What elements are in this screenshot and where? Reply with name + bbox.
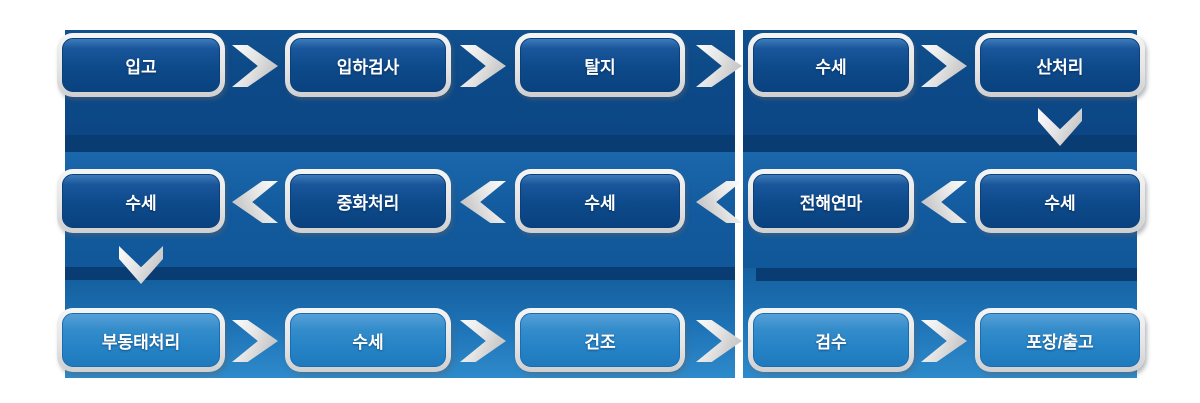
process-step-label: 수세 <box>584 193 616 213</box>
process-step: 입고 <box>57 33 225 97</box>
process-step-face: 탈지 <box>520 38 680 92</box>
process-step: 입하검사 <box>285 33 451 97</box>
process-step: 건조 <box>515 308 685 372</box>
process-step: 수세 <box>748 33 914 97</box>
left-panel-divider-strip-1 <box>65 135 735 152</box>
process-step: 탈지 <box>515 33 685 97</box>
process-step-label: 수세 <box>125 193 157 213</box>
process-step: 수세 <box>515 169 685 233</box>
process-step-label: 건조 <box>584 332 616 352</box>
left-panel-divider-strip-2 <box>65 267 735 280</box>
process-step-label: 수세 <box>352 332 384 352</box>
process-step-face: 전해연마 <box>753 174 909 228</box>
process-step-label: 전해연마 <box>799 193 863 213</box>
process-step-face: 수세 <box>753 38 909 92</box>
process-step-face: 건조 <box>520 313 680 367</box>
process-step: 수세 <box>285 308 451 372</box>
process-step-face: 부동태처리 <box>62 313 220 367</box>
process-step: 산처리 <box>975 33 1145 97</box>
process-step-face: 수세 <box>290 313 446 367</box>
process-step-label: 산처리 <box>1036 57 1084 77</box>
process-step-label: 수세 <box>1044 193 1076 213</box>
right-panel-divider-strip-2 <box>756 268 1137 281</box>
process-step: 수세 <box>975 169 1145 233</box>
process-step-label: 수세 <box>815 57 847 77</box>
process-step-label: 중화처리 <box>336 193 400 213</box>
process-step-face: 산처리 <box>980 38 1140 92</box>
process-step-label: 입고 <box>125 57 157 77</box>
process-step-face: 포장/출고 <box>980 313 1140 367</box>
process-step-face: 수세 <box>62 174 220 228</box>
process-step: 중화처리 <box>285 169 451 233</box>
process-step-face: 입고 <box>62 38 220 92</box>
process-step-label: 검수 <box>815 332 847 352</box>
process-step-face: 중화처리 <box>290 174 446 228</box>
process-step-label: 포장/출고 <box>1026 332 1094 352</box>
process-step-face: 입하검사 <box>290 38 446 92</box>
right-panel-divider-strip-1 <box>743 135 1137 152</box>
process-step-label: 입하검사 <box>336 57 400 77</box>
process-step: 검수 <box>748 308 914 372</box>
process-step: 부동태처리 <box>57 308 225 372</box>
process-step: 전해연마 <box>748 169 914 233</box>
process-step-face: 검수 <box>753 313 909 367</box>
process-step-label: 부동태처리 <box>101 332 181 352</box>
process-step: 포장/출고 <box>975 308 1145 372</box>
process-step: 수세 <box>57 169 225 233</box>
process-step-label: 탈지 <box>584 57 616 77</box>
process-step-face: 수세 <box>980 174 1140 228</box>
process-step-face: 수세 <box>520 174 680 228</box>
